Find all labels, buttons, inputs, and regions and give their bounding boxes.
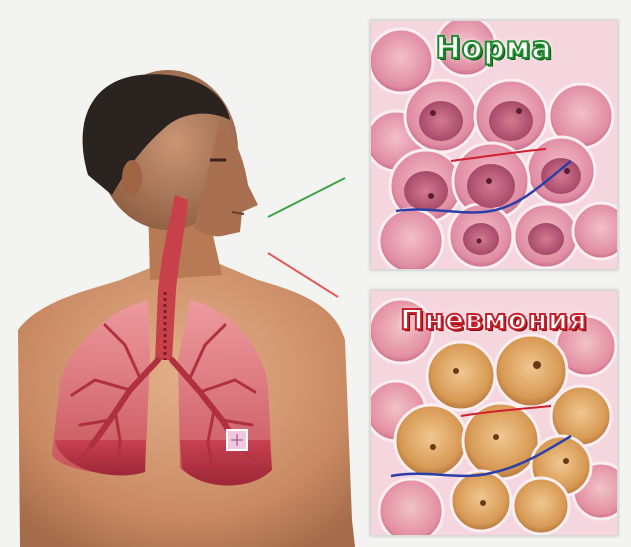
panel-normal: Норма (370, 20, 618, 270)
panel-pneumonia: Пневмония (370, 290, 618, 536)
label-normal: Норма (371, 31, 617, 66)
label-pneumonia: Пневмония (371, 303, 617, 336)
pointer-line-normal (268, 178, 345, 217)
